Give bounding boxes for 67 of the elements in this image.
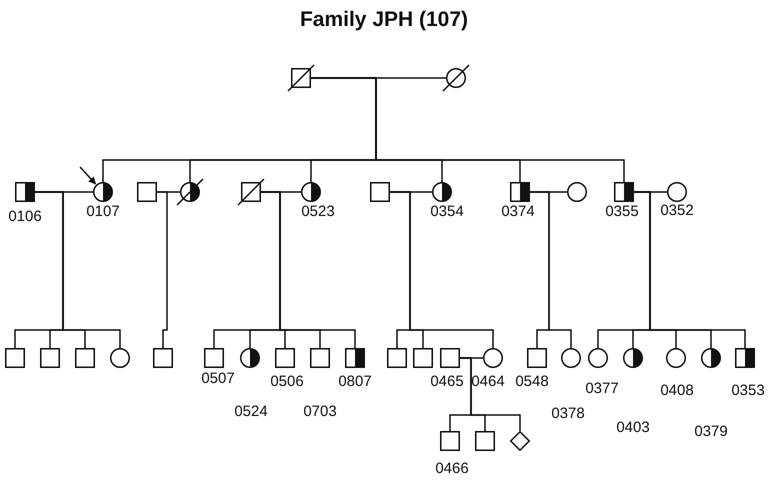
male-symbol: [387, 348, 407, 368]
individual-id: 0548: [515, 373, 549, 390]
descent-line: [261, 191, 356, 348]
female-symbol: [701, 348, 721, 368]
female-symbol: [483, 348, 503, 368]
female-symbol: [110, 348, 130, 368]
individual-id: 0408: [660, 382, 694, 399]
proband-arrow: [79, 166, 96, 184]
descent-line: [35, 191, 121, 348]
male-symbol: [527, 348, 547, 368]
individual-id: 0378: [551, 405, 585, 422]
male-symbol: [475, 431, 495, 451]
individual-id: 0403: [616, 419, 650, 436]
male-symbol: [310, 348, 330, 368]
female-symbol: [432, 182, 452, 202]
individual-id: 0465: [430, 373, 464, 390]
male-symbol: [345, 348, 365, 368]
individual-id: 0464: [471, 373, 505, 390]
individual-id: 0106: [8, 208, 42, 225]
descent-line: [460, 357, 521, 431]
male-symbol: [241, 182, 261, 202]
female-symbol: [623, 348, 643, 368]
individual-id: 0377: [585, 380, 619, 397]
individual-id: 0523: [301, 203, 335, 220]
male-symbol: [275, 348, 295, 368]
unknown-sex-symbol: [510, 431, 530, 451]
individual-id: 0524: [234, 403, 268, 420]
male-symbol: [614, 182, 634, 202]
female-symbol: [301, 182, 321, 202]
female-symbol: [667, 182, 687, 202]
individual-id: 0107: [86, 203, 120, 220]
descent-line: [530, 191, 572, 348]
male-symbol: [370, 182, 390, 202]
individual-id: 0703: [303, 403, 337, 420]
descent-line: [390, 191, 494, 348]
male-symbol: [413, 348, 433, 368]
individual-id: 0354: [430, 203, 464, 220]
title: Family JPH (107): [298, 8, 470, 32]
male-symbol: [291, 68, 311, 88]
individual-id: 0807: [338, 373, 372, 390]
male-symbol: [153, 348, 173, 368]
individual-id: 0353: [731, 382, 765, 399]
individual-id: 0379: [694, 423, 728, 440]
female-symbol: [567, 182, 587, 202]
female-symbol: [588, 348, 608, 368]
female-symbol: [240, 348, 260, 368]
female-symbol: [93, 182, 113, 202]
female-symbol: [666, 348, 686, 368]
male-symbol: [5, 348, 25, 368]
individual-id: 0506: [270, 373, 304, 390]
male-symbol: [137, 182, 157, 202]
individual-id: 0355: [605, 203, 639, 220]
male-symbol: [40, 348, 60, 368]
male-symbol: [440, 431, 460, 451]
male-symbol: [204, 348, 224, 368]
male-symbol: [510, 182, 530, 202]
descent-line: [157, 191, 168, 348]
male-symbol: [440, 348, 460, 368]
individual-id: 0507: [201, 370, 235, 387]
female-symbol: [561, 348, 581, 368]
individual-id: 0466: [435, 460, 469, 477]
male-symbol: [735, 348, 755, 368]
descent-line: [634, 191, 746, 348]
male-symbol: [15, 182, 35, 202]
individual-id: 0352: [660, 202, 694, 219]
male-symbol: [75, 348, 95, 368]
individual-id: 0374: [501, 203, 535, 220]
